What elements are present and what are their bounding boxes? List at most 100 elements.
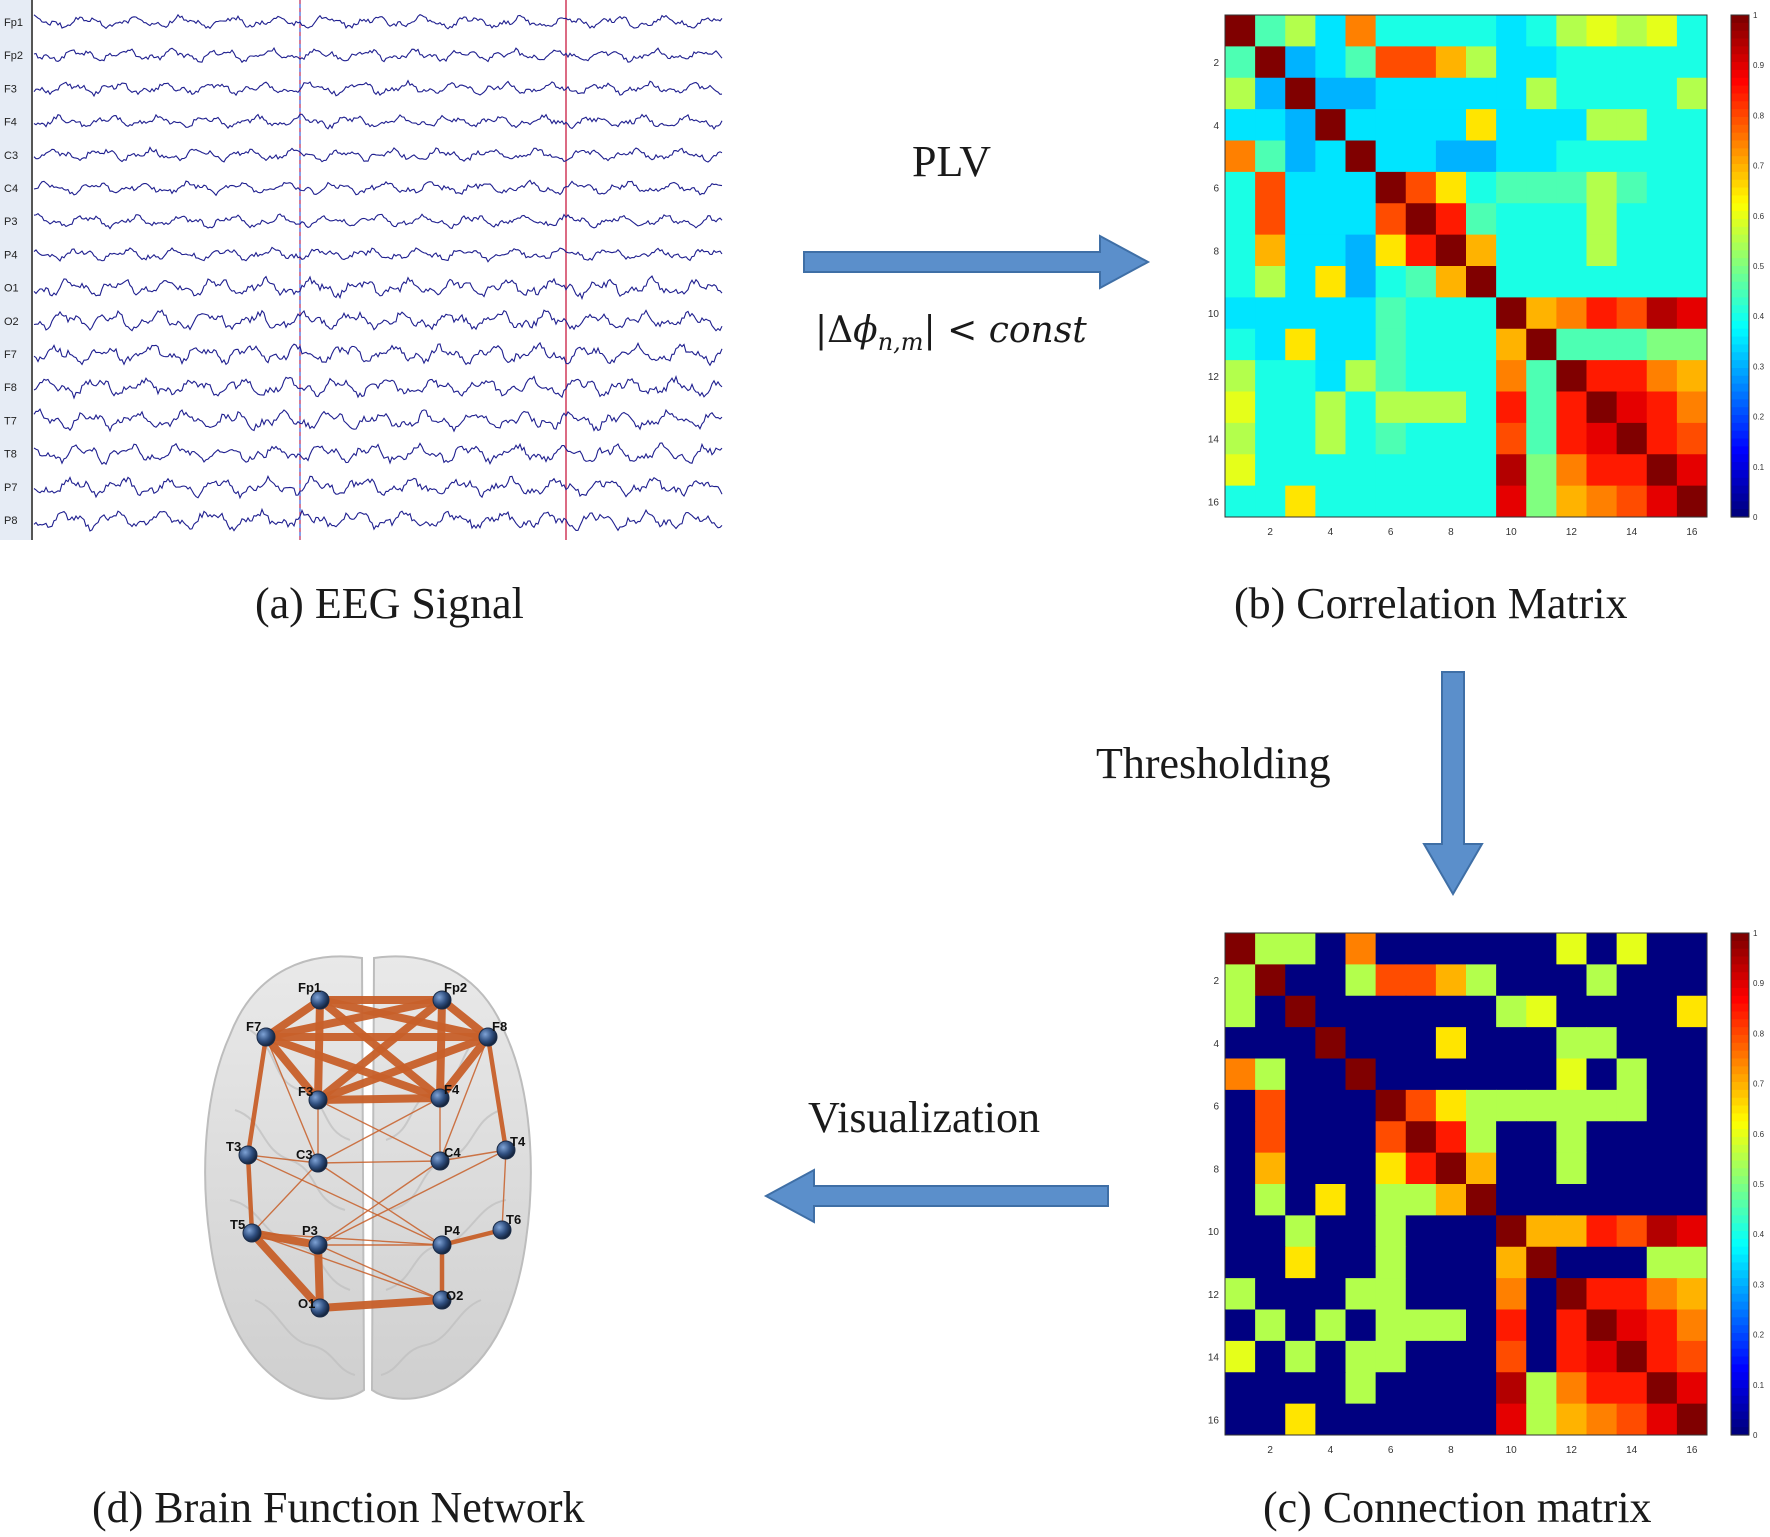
corr-colorbar-step	[1731, 352, 1749, 361]
conn-colorbar-step	[1731, 948, 1749, 958]
conn-colorbar-step	[1731, 1089, 1749, 1099]
conn-cell	[1375, 1058, 1407, 1091]
corr-colorbar-step	[1731, 493, 1749, 502]
corr-cell	[1676, 328, 1708, 361]
corr-cell	[1285, 328, 1316, 361]
corr-cell	[1586, 485, 1618, 518]
corr-cell	[1526, 171, 1557, 204]
visualization-arrow-shape	[763, 1168, 1109, 1224]
corr-cell	[1435, 485, 1467, 518]
corr-colorbar-step	[1731, 344, 1749, 353]
brain-node	[256, 1027, 276, 1047]
conn-cell	[1586, 1278, 1618, 1311]
corr-cell	[1375, 109, 1407, 142]
brain-node-label: O2	[446, 1288, 463, 1303]
conn-cell	[1285, 1278, 1316, 1311]
conn-cell	[1616, 1152, 1648, 1185]
eeg-channel-label: P4	[4, 249, 17, 261]
corr-cell	[1435, 171, 1467, 204]
conn-colorbar-step	[1731, 1121, 1749, 1130]
conn-colorbar-step	[1731, 1293, 1749, 1303]
conn-y-tick: 14	[1208, 1353, 1220, 1364]
corr-cell	[1405, 77, 1437, 110]
corr-cell	[1676, 77, 1708, 110]
conn-cell	[1375, 1278, 1407, 1311]
conn-cell	[1315, 1089, 1347, 1122]
brain-edge	[317, 1149, 507, 1246]
corr-colorbar-step	[1731, 164, 1749, 173]
corr-cell	[1255, 171, 1286, 204]
corr-colorbar-tick: 0.2	[1753, 413, 1765, 422]
eeg-channel-label: T7	[4, 415, 17, 427]
corr-cell	[1526, 77, 1557, 110]
corr-cell	[1556, 454, 1588, 487]
conn-cell	[1285, 1340, 1316, 1373]
conn-cell	[1676, 1278, 1708, 1311]
conn-x-tick: 8	[1448, 1445, 1454, 1456]
corr-colorbar-step	[1731, 77, 1749, 87]
corr-cell	[1676, 422, 1708, 455]
corr-cell	[1586, 46, 1618, 79]
corr-cell	[1435, 454, 1467, 487]
brain-node-label: T4	[510, 1134, 526, 1149]
corr-colorbar-step	[1731, 132, 1749, 142]
conn-cell	[1405, 1215, 1437, 1248]
corr-cell	[1255, 360, 1286, 393]
conn-colorbar-step	[1731, 1097, 1749, 1107]
conn-cell	[1616, 1372, 1648, 1405]
conn-cell	[1375, 1184, 1407, 1216]
corr-cell	[1526, 266, 1557, 298]
conn-cell	[1435, 1340, 1467, 1373]
eeg-trace	[33, 507, 723, 532]
formula-prefix: |Δ	[815, 310, 854, 351]
corr-cell	[1285, 391, 1316, 424]
corr-cell	[1586, 454, 1618, 487]
conn-colorbar-step	[1731, 1223, 1749, 1232]
conn-cell	[1435, 1058, 1467, 1091]
conn-cell	[1526, 1152, 1557, 1185]
corr-colorbar-step	[1731, 179, 1749, 189]
conn-cell	[1405, 1372, 1437, 1405]
corr-cell	[1405, 266, 1437, 298]
corr-cell	[1255, 77, 1286, 110]
corr-cell	[1255, 391, 1286, 424]
corr-colorbar-step	[1731, 407, 1749, 416]
corr-colorbar-step	[1731, 501, 1749, 510]
conn-cell	[1315, 1309, 1347, 1342]
conn-cell	[1496, 1215, 1527, 1248]
conn-cell	[1435, 1278, 1467, 1311]
corr-cell	[1646, 297, 1678, 330]
corr-colorbar-step	[1731, 336, 1749, 346]
corr-cell	[1435, 391, 1467, 424]
conn-cell	[1255, 995, 1286, 1028]
conn-cell	[1496, 1027, 1527, 1060]
conn-colorbar-step	[1731, 1364, 1749, 1373]
corr-colorbar-step	[1731, 156, 1749, 165]
corr-cell	[1285, 360, 1316, 393]
corr-cell	[1255, 234, 1286, 267]
conn-x-tick: 12	[1566, 1445, 1578, 1456]
conn-cell	[1586, 1184, 1618, 1216]
corr-cell	[1496, 140, 1527, 173]
conn-cell	[1225, 1215, 1256, 1248]
formula-suffix: | <	[923, 310, 989, 351]
brain-edge	[317, 1097, 441, 1164]
corr-colorbar-step	[1731, 477, 1749, 487]
conn-cell	[1466, 1058, 1497, 1091]
conn-cell	[1556, 1152, 1588, 1185]
conn-cell	[1345, 933, 1377, 965]
corr-cell	[1676, 485, 1708, 518]
conn-cell	[1616, 1215, 1648, 1248]
thresholding-label: Thresholding	[1096, 739, 1331, 788]
conn-cell	[1345, 1121, 1377, 1154]
conn-cell	[1646, 1403, 1678, 1436]
corr-cell	[1285, 203, 1316, 236]
corr-cell	[1255, 109, 1286, 142]
conn-cell	[1435, 1152, 1467, 1185]
conn-cell	[1466, 964, 1497, 997]
corr-cell	[1315, 234, 1347, 267]
conn-cell	[1315, 1215, 1347, 1248]
